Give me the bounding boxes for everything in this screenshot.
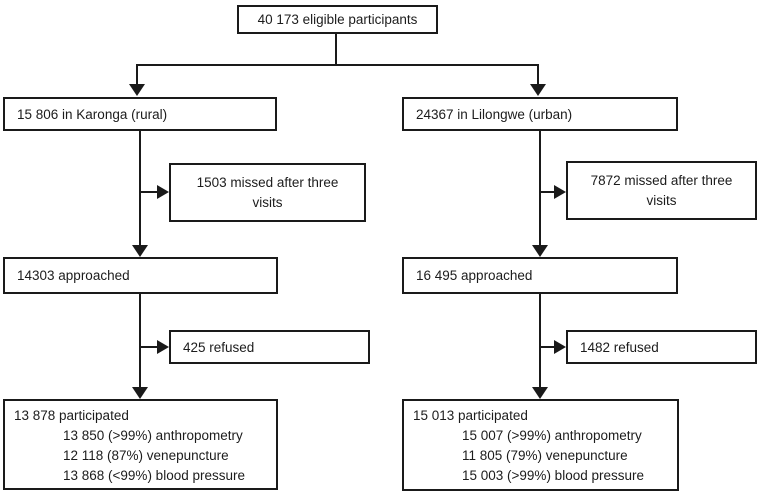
karonga-missed-line2: visits: [252, 194, 283, 210]
karonga-refused-box: 425 refused: [169, 330, 370, 364]
connector-approached-participated-left: [139, 294, 141, 387]
karonga-anthropometry-label: 13 850 (>99%) anthropometry: [63, 428, 243, 443]
arrow-down-icon: [532, 387, 548, 399]
karonga-participated-label: 13 878 participated: [14, 408, 129, 423]
lilongwe-box: 24367 in Lilongwe (urban): [402, 97, 678, 131]
karonga-approached-label: 14303 approached: [17, 268, 130, 283]
lilongwe-refused-box: 1482 refused: [566, 330, 757, 364]
connector-approached-participated-right: [539, 294, 541, 387]
karonga-label: 15 806 in Karonga (rural): [17, 106, 168, 122]
connector-left-drop: [136, 64, 138, 86]
lilongwe-missed-line2: visits: [646, 192, 677, 208]
karonga-venepuncture-label: 12 118 (87%) venepuncture: [63, 448, 229, 463]
connector-lilongwe-approached: [539, 131, 541, 246]
connector-split-bar: [136, 64, 539, 66]
connector-karonga-approached: [139, 131, 141, 246]
lilongwe-venepuncture-label: 11 805 (79%) venepuncture: [462, 448, 628, 463]
lilongwe-blood-pressure-label: 15 003 (>99%) blood pressure: [462, 468, 644, 483]
lilongwe-participated-box: 15 013 participated 15 007 (>99%) anthro…: [402, 399, 679, 491]
lilongwe-missed-line1: 7872 missed after three: [590, 172, 733, 188]
arrow-down-icon: [532, 245, 548, 257]
lilongwe-anthropometry-label: 15 007 (>99%) anthropometry: [462, 428, 642, 443]
arrow-down-icon: [129, 84, 145, 96]
arrow-down-icon: [132, 387, 148, 399]
karonga-box: 15 806 in Karonga (rural): [3, 97, 277, 131]
arrow-right-icon: [157, 185, 169, 199]
lilongwe-participated-label: 15 013 participated: [413, 408, 528, 423]
arrow-right-icon: [157, 340, 169, 354]
karonga-blood-pressure-label: 13 868 (<99%) blood pressure: [63, 468, 245, 483]
lilongwe-approached-label: 16 495 approached: [416, 268, 533, 283]
karonga-participated-box: 13 878 participated 13 850 (>99%) anthro…: [3, 399, 278, 490]
connector-lilongwe-missed: [540, 191, 555, 193]
arrow-down-icon: [530, 84, 546, 96]
eligible-participants-label: 40 173 eligible participants: [257, 12, 418, 27]
karonga-approached-box: 14303 approached: [3, 257, 278, 294]
connector-right-drop: [537, 64, 539, 86]
connector-approached-refused-right: [540, 346, 555, 348]
lilongwe-label: 24367 in Lilongwe (urban): [416, 106, 573, 122]
karonga-missed-box: 1503 missed after three visits: [169, 163, 366, 222]
arrow-down-icon: [132, 245, 148, 257]
connector-karonga-missed: [140, 191, 158, 193]
lilongwe-refused-label: 1482 refused: [580, 339, 659, 355]
arrow-right-icon: [554, 340, 566, 354]
arrow-right-icon: [554, 185, 566, 199]
eligible-participants-box: 40 173 eligible participants: [237, 5, 438, 34]
lilongwe-missed-box: 7872 missed after three visits: [566, 161, 757, 220]
karonga-missed-line1: 1503 missed after three: [196, 174, 339, 190]
connector-approached-refused-left: [140, 346, 158, 348]
karonga-refused-label: 425 refused: [183, 339, 255, 355]
connector-top-stem: [335, 33, 337, 65]
lilongwe-approached-box: 16 495 approached: [402, 257, 678, 294]
